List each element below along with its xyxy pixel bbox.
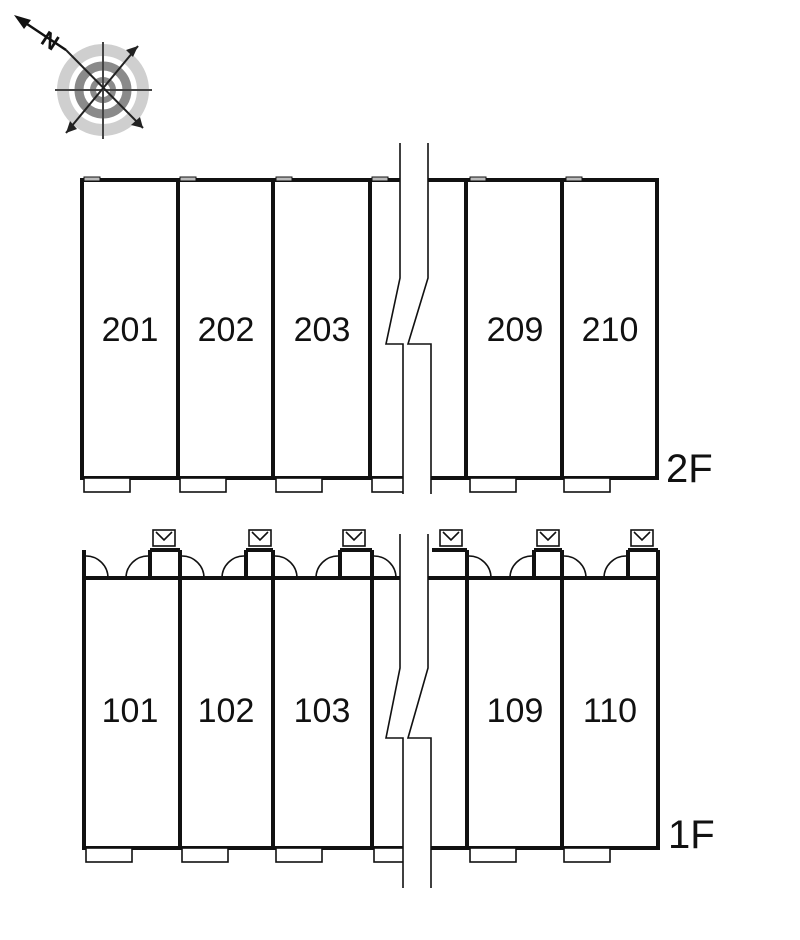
unit-label: 210 — [582, 311, 639, 349]
floor-2f: 201 202 203 209 210 2F — [80, 143, 713, 494]
unit-label: 102 — [198, 692, 255, 730]
unit-label: 101 — [102, 692, 159, 730]
unit-label: 110 — [583, 692, 637, 730]
floor-label: 2F — [666, 447, 713, 491]
north-label: N — [37, 26, 64, 56]
balconies — [83, 477, 611, 493]
compass: N — [14, 15, 152, 139]
unit-label: 202 — [198, 311, 255, 349]
meter-icons — [152, 529, 654, 547]
break-line — [385, 534, 432, 888]
balconies — [85, 847, 611, 863]
unit-label: 201 — [102, 311, 159, 349]
floor-1f: 101 102 103 109 110 1F — [82, 529, 715, 888]
door-swings — [85, 555, 627, 579]
wall-tabs — [83, 176, 583, 182]
unit-label: 203 — [294, 311, 351, 349]
north-arrow-icon — [14, 15, 67, 52]
floor-label: 1F — [668, 813, 715, 857]
compass-rose-icon — [55, 42, 152, 139]
unit-label: 103 — [294, 692, 351, 730]
break-line — [385, 143, 432, 494]
unit-label: 109 — [487, 692, 544, 730]
unit-label: 209 — [487, 311, 544, 349]
